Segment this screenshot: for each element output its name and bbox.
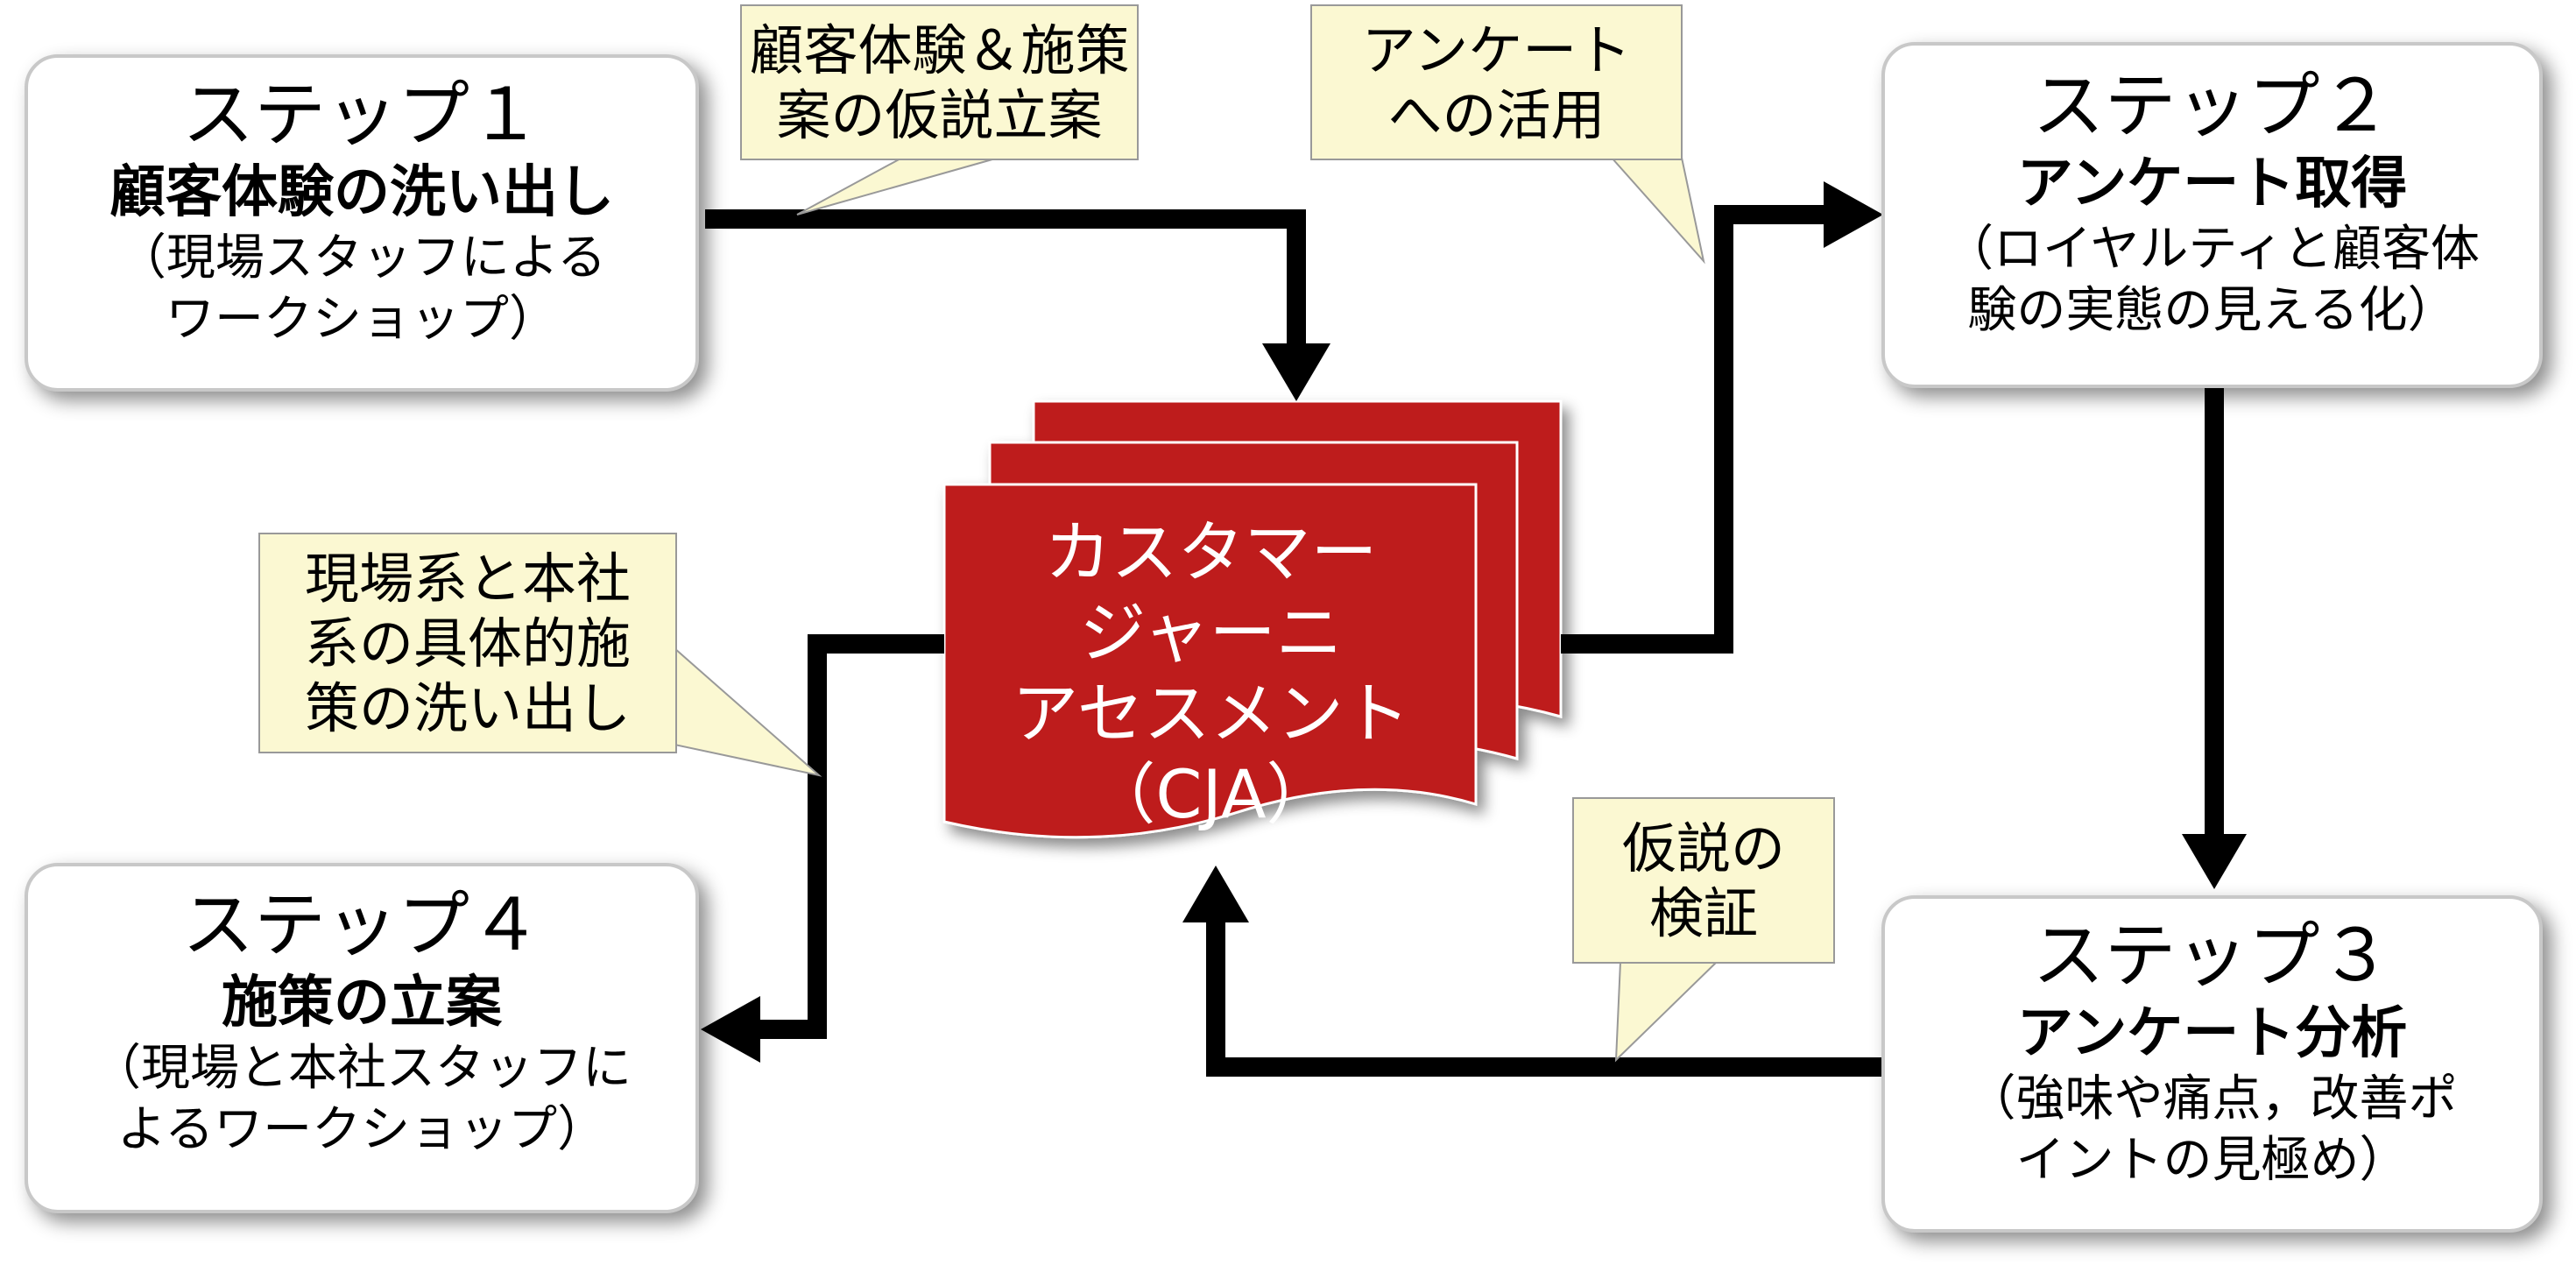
callout-tail-hypothesis-planning: [796, 157, 999, 216]
step2-box: ステップ２ アンケート取得 （ロイヤルティと顧客体 験の実態の見える化）: [1881, 42, 2543, 388]
step4-subtitle: 施策の立案: [222, 971, 502, 1035]
callout-tail-survey-use: [1609, 157, 1705, 265]
arrow-step1-to-cja: [705, 209, 1330, 401]
step1-subtitle: 顧客体験の洗い出し: [109, 160, 614, 225]
callout-concrete-measures: 現場系と本社 系の具体的施 策の洗い出し: [258, 533, 677, 753]
callout-hypothesis-planning: 顧客体験＆施策 案の仮説立案: [740, 4, 1139, 160]
step1-description: （現場スタッフによる ワークショップ）: [116, 230, 607, 348]
arrow-step3-to-cja: [1182, 866, 1883, 1077]
arrow-step2-to-step3: [2182, 385, 2247, 889]
callout-hypothesis-verification: 仮説の 検証: [1572, 797, 1835, 964]
step4-description: （現場と本社スタッフに よるワークショップ）: [92, 1040, 632, 1158]
step2-subtitle: アンケート取得: [2016, 152, 2408, 216]
step3-subtitle: アンケート分析: [2016, 1001, 2408, 1066]
cja-document-stack: [942, 399, 1563, 839]
arrow-cja-to-step2: [1561, 181, 1883, 654]
step4-title: ステップ４: [181, 884, 541, 967]
callout-tail-hypothesis-verification: [1614, 961, 1719, 1063]
step3-title: ステップ３: [2032, 915, 2392, 998]
step1-box: ステップ１ 顧客体験の洗い出し （現場スタッフによる ワークショップ）: [25, 54, 699, 392]
step3-box: ステップ３ アンケート分析 （強味や痛点，改善ポ イントの見極め）: [1881, 895, 2543, 1233]
callout-tail-concrete-measures: [674, 646, 822, 777]
step1-title: ステップ１: [181, 74, 541, 157]
step3-description: （強味や痛点，改善ポ イントの見極め）: [1966, 1071, 2458, 1189]
step2-description: （ロイヤルティと顧客体 験の実態の見える化）: [1944, 221, 2480, 339]
callout-survey-use: アンケート への活用: [1310, 4, 1683, 160]
arrow-cja-to-step4: [701, 634, 944, 1063]
step2-title: ステップ２: [2032, 65, 2392, 148]
document-page-front: [942, 483, 1478, 839]
step4-box: ステップ４ 施策の立案 （現場と本社スタッフに よるワークショップ）: [25, 863, 699, 1213]
cja-label: カスタマー ジャーニ アセスメント （CJA）: [1012, 513, 1410, 833]
